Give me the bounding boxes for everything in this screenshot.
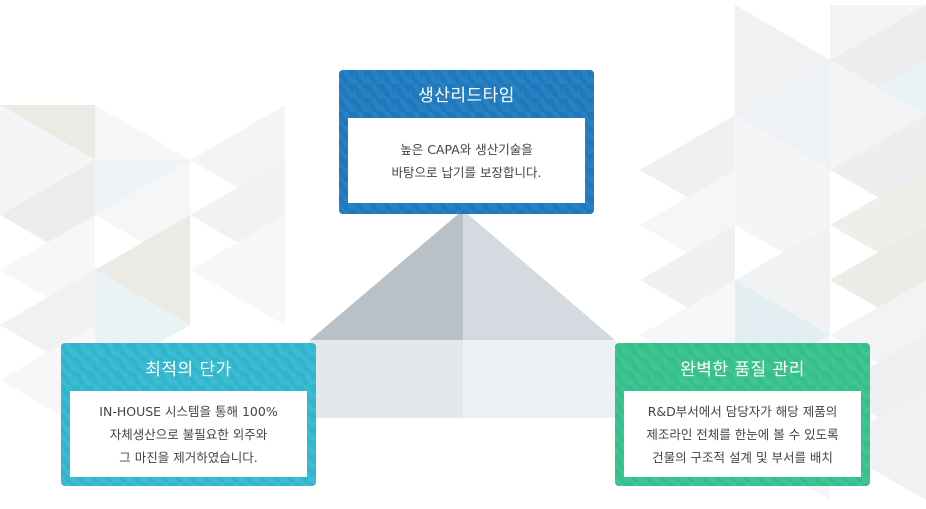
lead-time-title: 생산리드타임: [418, 86, 515, 106]
quality-line: 건물의 구조적 설계 및 부서를 배치: [652, 449, 833, 465]
unit-price-title: 최적의 단가: [145, 360, 232, 380]
quality-line: R&D부서에서 담당자가 해당 제품의: [647, 403, 838, 419]
lead-time-description: 높은 CAPA와 생산기술을 바탕으로 납기를 보장합니다.: [348, 118, 585, 203]
unit-price-line: 자체생산으로 불필요한 외주와: [109, 426, 268, 442]
lead-time-line: 바탕으로 납기를 보장합니다.: [391, 164, 542, 180]
lead-time-card: 생산리드타임 높은 CAPA와 생산기술을 바탕으로 납기를 보장합니다.: [339, 70, 594, 214]
quality-title: 완벽한 품질 관리: [680, 360, 805, 380]
unit-price-description: IN-HOUSE 시스템을 통해 100% 자체생산으로 불필요한 외주와 그 …: [70, 391, 307, 477]
lead-time-line: 높은 CAPA와 생산기술을: [400, 141, 533, 157]
unit-price-line: IN-HOUSE 시스템을 통해 100%: [99, 403, 278, 419]
quality-description: R&D부서에서 담당자가 해당 제품의 제조라인 전체를 한눈에 볼 수 있도록…: [624, 391, 861, 477]
quality-card: 완벽한 품질 관리 R&D부서에서 담당자가 해당 제품의 제조라인 전체를 한…: [615, 343, 870, 486]
quality-line: 제조라인 전체를 한눈에 볼 수 있도록: [646, 426, 839, 442]
unit-price-line: 그 마진을 제거하였습니다.: [119, 449, 258, 465]
unit-price-card: 최적의 단가 IN-HOUSE 시스템을 통해 100% 자체생산으로 불필요한…: [61, 343, 316, 486]
